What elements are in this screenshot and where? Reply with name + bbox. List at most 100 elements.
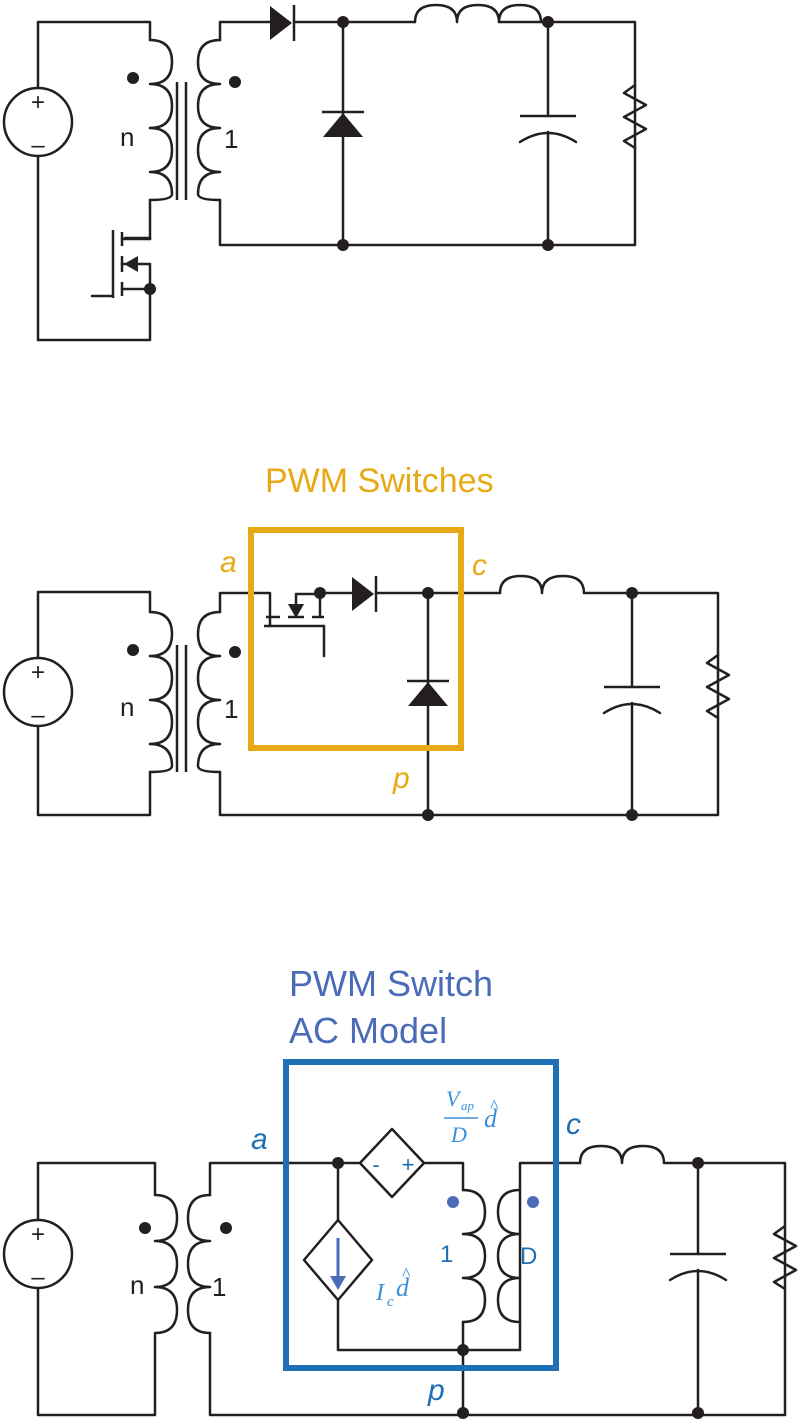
diode-freewheel-1 [322, 110, 364, 137]
eq-i: I [375, 1280, 385, 1306]
node-1d [542, 239, 554, 251]
source-plus-3: + [31, 1221, 45, 1248]
source-minus-3: – [31, 1264, 45, 1291]
primary-coil-1 [148, 38, 174, 202]
controlled-voltage-source: - + [358, 1127, 426, 1199]
model-dot-D [527, 1196, 539, 1208]
circuit-3: PWM Switch AC Model + – n 1 - + V ap D d [2, 963, 798, 1419]
node-3e [692, 1407, 704, 1419]
wire-1-top-rail [218, 20, 272, 42]
wire-1-primary-down [123, 198, 152, 240]
current-arrow-head [330, 1276, 346, 1290]
model-turns-1: 1 [440, 1241, 453, 1268]
eq-i-d: d [396, 1273, 410, 1302]
turns-n-1: n [120, 122, 134, 152]
turns-n-2: n [120, 692, 134, 722]
node-c-3: c [566, 1108, 581, 1141]
node-2d [626, 587, 638, 599]
node-p-3: p [427, 1374, 445, 1407]
diode-series-2 [352, 576, 378, 612]
resistor-3 [772, 1224, 798, 1291]
ac-model-title-2: AC Model [289, 1010, 447, 1051]
wire-2-out [218, 591, 720, 817]
wire-1-top-rail-c [218, 20, 637, 247]
turns-1-3: 1 [212, 1272, 226, 1302]
node-1a [337, 16, 349, 28]
eq-i-sub: c [387, 1294, 394, 1310]
circuit-2: PWM Switches + – n 1 [2, 462, 731, 821]
dot-secondary-2 [229, 646, 241, 658]
output-inductor-2 [498, 574, 586, 595]
node-3c [457, 1407, 469, 1419]
voltage-source-2: + – [2, 656, 74, 729]
dot-primary-1 [127, 72, 139, 84]
wire-3-a [208, 1161, 362, 1197]
eq-v: V [446, 1086, 462, 1111]
eq-v-d: d [484, 1104, 498, 1133]
controlled-current-source [302, 1218, 374, 1302]
turns-n-3: n [130, 1270, 144, 1300]
model-dot-1 [447, 1196, 459, 1208]
source-plus-1: + [31, 89, 45, 116]
wire-1-source-bottom [36, 154, 152, 342]
vsrc-minus: - [372, 1152, 379, 1177]
node-p-2: p [392, 762, 410, 795]
wire-3-vsrc-out [422, 1161, 465, 1192]
model-coil-D [496, 1188, 522, 1324]
node-1b [337, 239, 349, 251]
wire-2-a [218, 591, 272, 628]
node-2e [626, 809, 638, 821]
dot-primary-2 [127, 644, 139, 656]
resistor-1 [622, 83, 648, 150]
mosfet-1 [90, 230, 152, 298]
eq-v-den: D [450, 1122, 467, 1147]
source-plus-2: + [31, 659, 45, 686]
pwm-switches-title: PWM Switches [265, 462, 494, 500]
wire-1-source-top [36, 20, 152, 90]
node-2c [422, 809, 434, 821]
secondary-coil-3 [186, 1193, 212, 1335]
node-c-2: c [472, 549, 487, 582]
resistor-2 [705, 653, 731, 720]
primary-coil-2 [148, 610, 174, 774]
node-1e [144, 283, 156, 295]
dot-secondary-1 [229, 76, 241, 88]
source-minus-1: – [31, 132, 45, 159]
voltage-source-3: + – [2, 1218, 74, 1291]
capacitor-1 [518, 20, 578, 247]
vsrc-plus: + [402, 1152, 415, 1177]
ic-d-label: I c d ^ [375, 1264, 411, 1310]
secondary-coil-1 [196, 38, 222, 202]
wire-3-source [36, 1161, 157, 1417]
ac-model-box [283, 1059, 559, 1371]
node-1c [542, 16, 554, 28]
eq-i-hat: ^ [402, 1264, 411, 1284]
capacitor-3 [668, 1161, 728, 1417]
model-turns-D: D [520, 1243, 537, 1270]
node-a-2: a [220, 546, 237, 579]
ac-model-title-1: PWM Switch [289, 963, 493, 1004]
capacitor-2 [602, 591, 662, 817]
wire-3-isrc [336, 1161, 557, 1352]
diode-freewheel-2 [407, 679, 449, 706]
node-a-3: a [251, 1123, 268, 1156]
wire-2-source [36, 590, 152, 817]
pwm-switch-box [248, 527, 464, 751]
mosfet-2 [264, 592, 326, 658]
primary-coil-3 [153, 1193, 179, 1335]
model-coil-1 [461, 1188, 487, 1324]
node-3d [692, 1157, 704, 1169]
source-minus-2: – [31, 702, 45, 729]
eq-v-sub: ap [461, 1098, 475, 1113]
node-3b [457, 1344, 469, 1356]
dot-primary-3 [139, 1222, 151, 1234]
diode-series-1 [270, 5, 296, 41]
voltage-source-1: + – [2, 86, 74, 159]
turns-1-1: 1 [224, 124, 238, 154]
dot-secondary-3 [220, 1222, 232, 1234]
eq-v-hat: ^ [490, 1096, 499, 1116]
wire-3-out [208, 1161, 787, 1417]
turns-1-2: 1 [224, 694, 238, 724]
node-2b [422, 587, 434, 599]
